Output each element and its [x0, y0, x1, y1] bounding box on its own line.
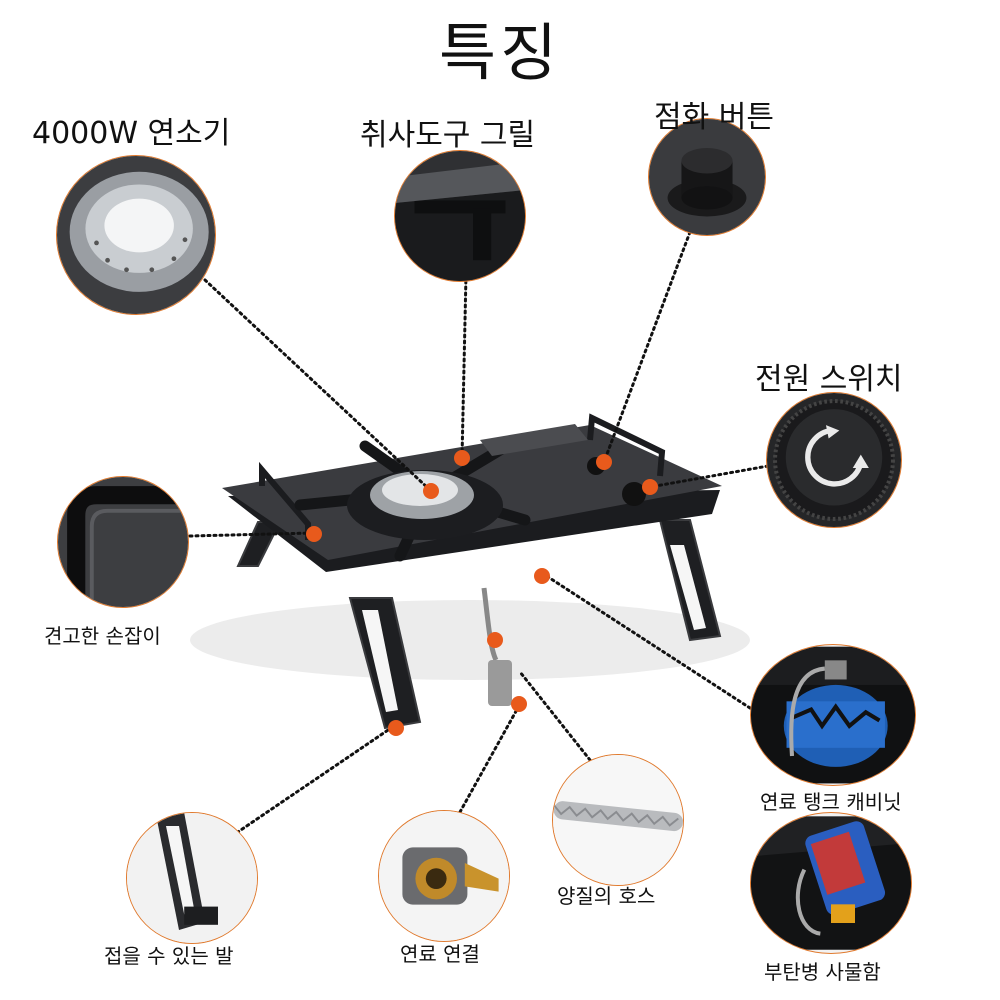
marker-grill — [454, 450, 470, 466]
label-grill: 취사도구 그릴 — [360, 118, 536, 153]
butane-detail-circle — [750, 812, 912, 954]
handle-detail-circle — [57, 476, 189, 608]
label-handle: 견고한 손잡이 — [44, 624, 161, 648]
grill-detail-circle — [394, 150, 526, 282]
power-switch-detail-circle — [766, 392, 902, 528]
ignition-detail-circle — [648, 118, 766, 236]
power-knob-small — [622, 482, 646, 506]
label-cabinet: 연료 탱크 캐비닛 — [760, 790, 902, 814]
label-hose: 양질의 호스 — [557, 884, 656, 908]
hose-connector — [488, 660, 512, 706]
page-title: 특징 — [438, 16, 562, 89]
feet-detail-circle — [126, 812, 258, 944]
label-ignition: 점화 버튼 — [654, 100, 774, 135]
marker-cabinet — [534, 568, 550, 584]
label-fuel: 연료 연결 — [400, 942, 480, 966]
marker-feet — [388, 720, 404, 736]
marker-ignition — [596, 454, 612, 470]
cabinet-detail-circle — [750, 644, 916, 786]
marker-power — [642, 479, 658, 495]
marker-fuel — [511, 696, 527, 712]
marker-hose — [487, 632, 503, 648]
rotate-arrow-icon — [805, 427, 864, 487]
fuel-connector-detail-circle — [378, 810, 510, 942]
label-burner: 4000W 연소기 — [32, 116, 231, 151]
label-feet: 접을 수 있는 발 — [104, 944, 234, 968]
label-butane: 부탄병 사물함 — [764, 960, 881, 984]
burner-detail-circle — [56, 155, 216, 315]
marker-handle — [306, 526, 322, 542]
label-power: 전원 스위치 — [755, 362, 903, 397]
marker-burner — [423, 483, 439, 499]
hose-detail-circle — [552, 754, 684, 886]
